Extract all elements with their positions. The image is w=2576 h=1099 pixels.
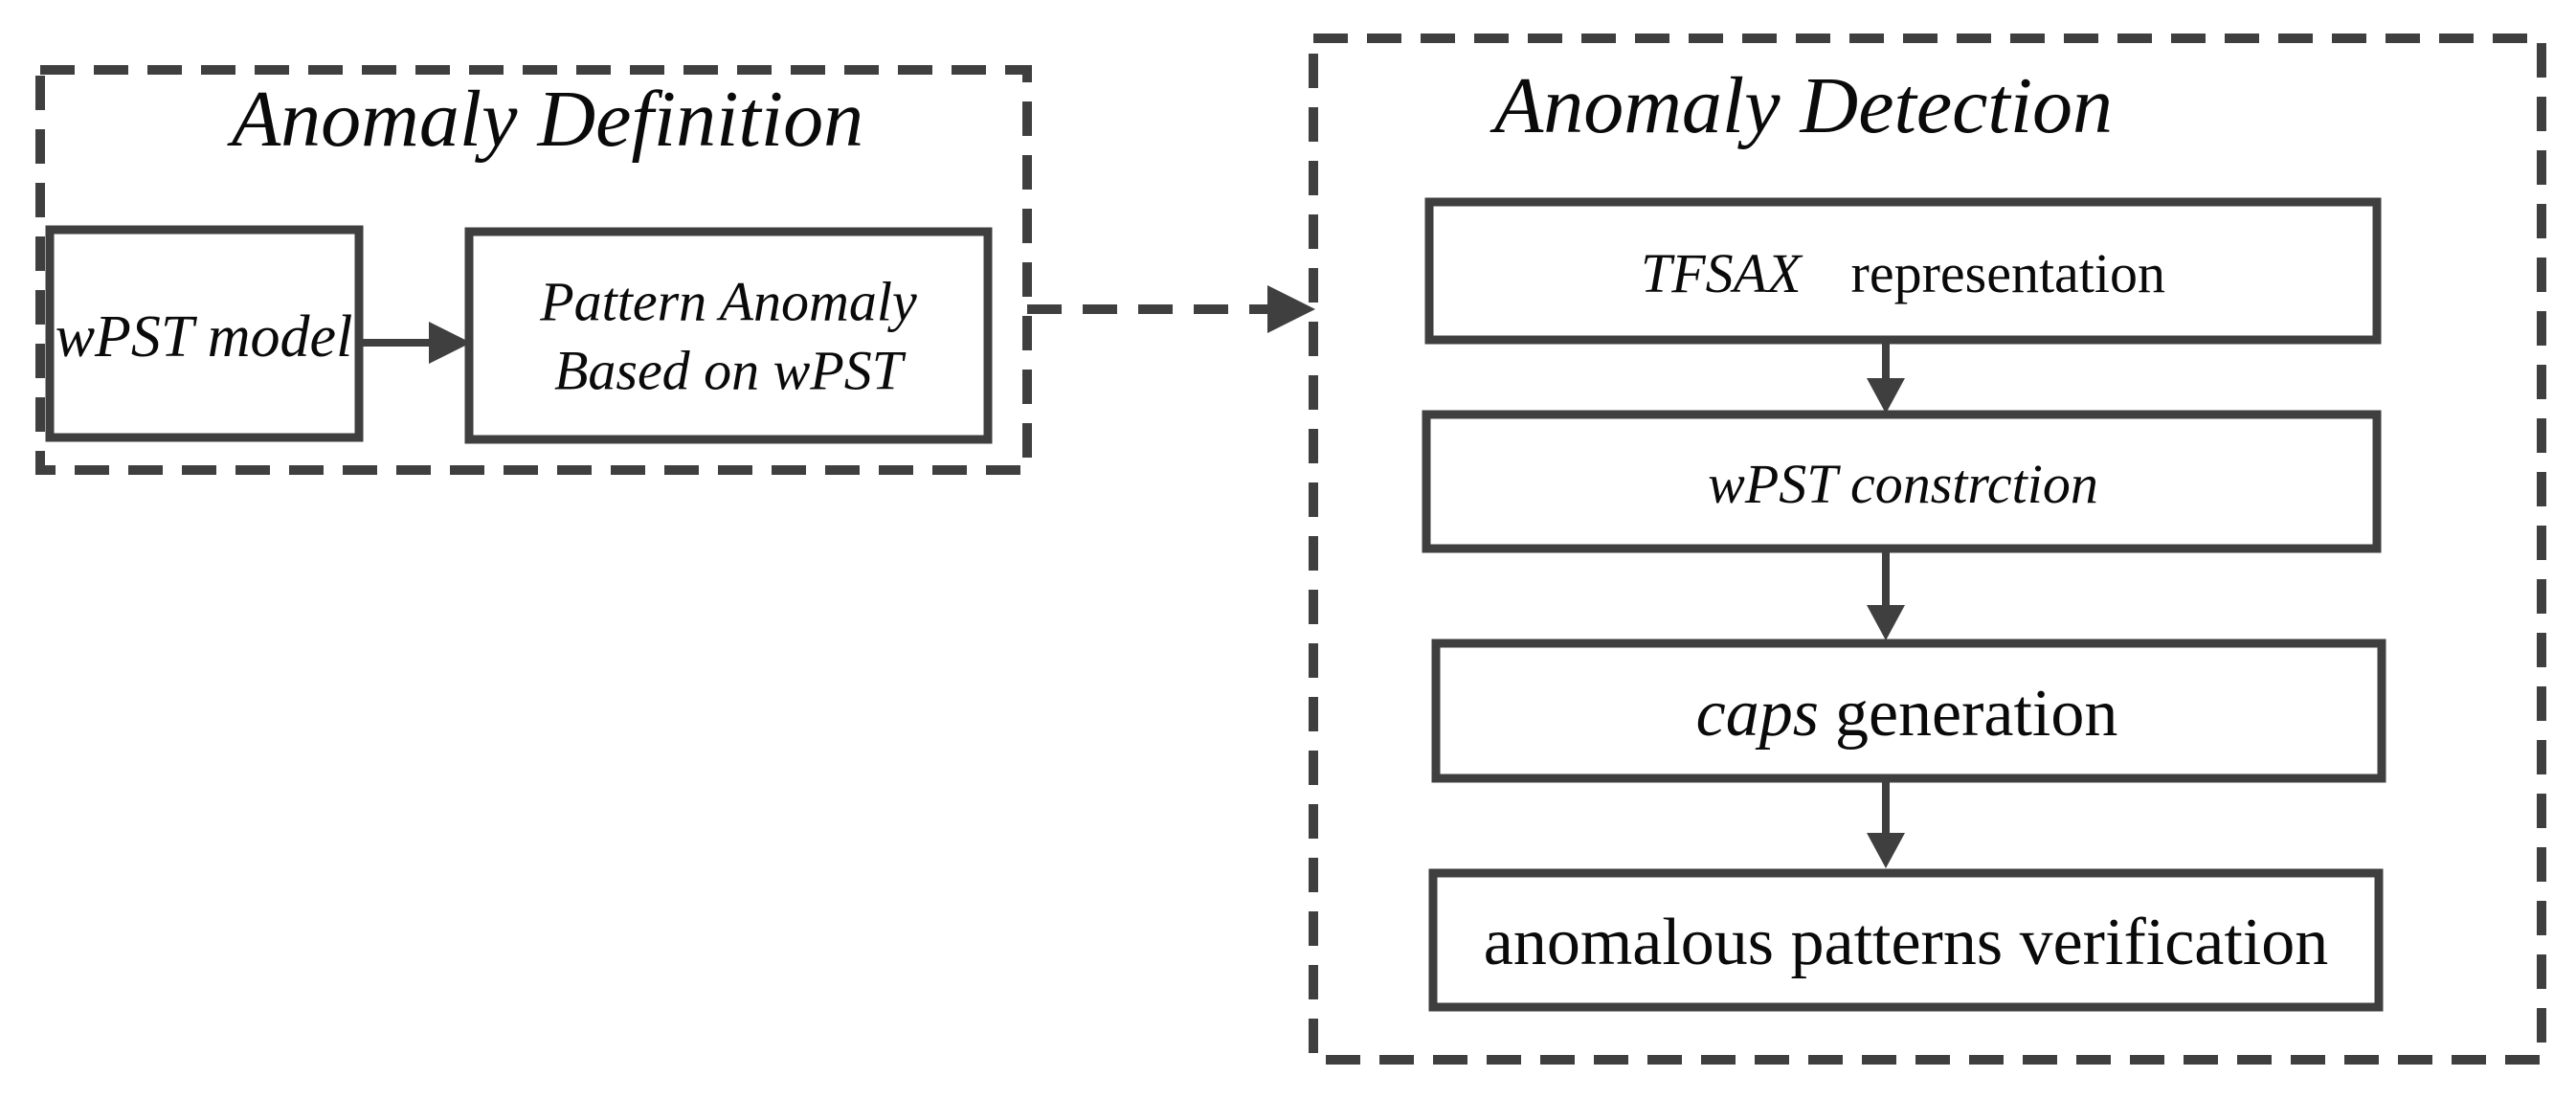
wpst-construction-label-italic: wPST constrction xyxy=(1708,453,2098,515)
pattern-anomaly-label-line2: Based on wPST xyxy=(554,340,907,402)
dashed-arrow-right-icon xyxy=(1027,285,1315,333)
arrow-down-icon xyxy=(1867,342,1905,414)
pattern-anomaly-label-line1: Pattern Anomaly xyxy=(539,271,917,333)
anomaly-detection-title: Anomaly Detection xyxy=(1490,61,2113,150)
pattern-anomaly-box xyxy=(464,227,993,444)
anomalous-patterns-verification-box xyxy=(1428,868,2384,1012)
wpst-construction-box xyxy=(1422,410,2382,553)
arrow-down-icon xyxy=(1867,780,1905,868)
wpst-model-box xyxy=(45,225,364,442)
tfsax-representation-label-italic: TFSAX xyxy=(1641,242,1803,304)
anomaly-detection-panel xyxy=(1309,34,2546,1065)
anomaly-definition-title: Anomaly Definition xyxy=(227,75,863,164)
anomaly-definition-panel xyxy=(35,65,1032,475)
arrow-right-icon xyxy=(359,322,471,364)
tfsax-representation-box xyxy=(1424,197,2382,345)
caps-generation-box xyxy=(1431,639,2386,783)
arrow-down-icon xyxy=(1867,550,1905,640)
anomalous-patterns-verification-label-normal: anomalous patterns verification xyxy=(1484,906,2329,979)
caps-generation-label-italic: caps xyxy=(1696,677,1819,751)
wpst-model-label: wPST model xyxy=(56,304,353,370)
anomalous-patterns-verification-label: anomalous patterns verification xyxy=(1484,906,2329,979)
wpst-construction-label: wPST constrction xyxy=(1708,453,2098,515)
tfsax-representation-label-normal: representation xyxy=(1851,242,2166,304)
tfsax-representation-label: TFSAX representation xyxy=(1641,242,2165,304)
caps-generation-label-normal: generation xyxy=(1835,677,2117,751)
